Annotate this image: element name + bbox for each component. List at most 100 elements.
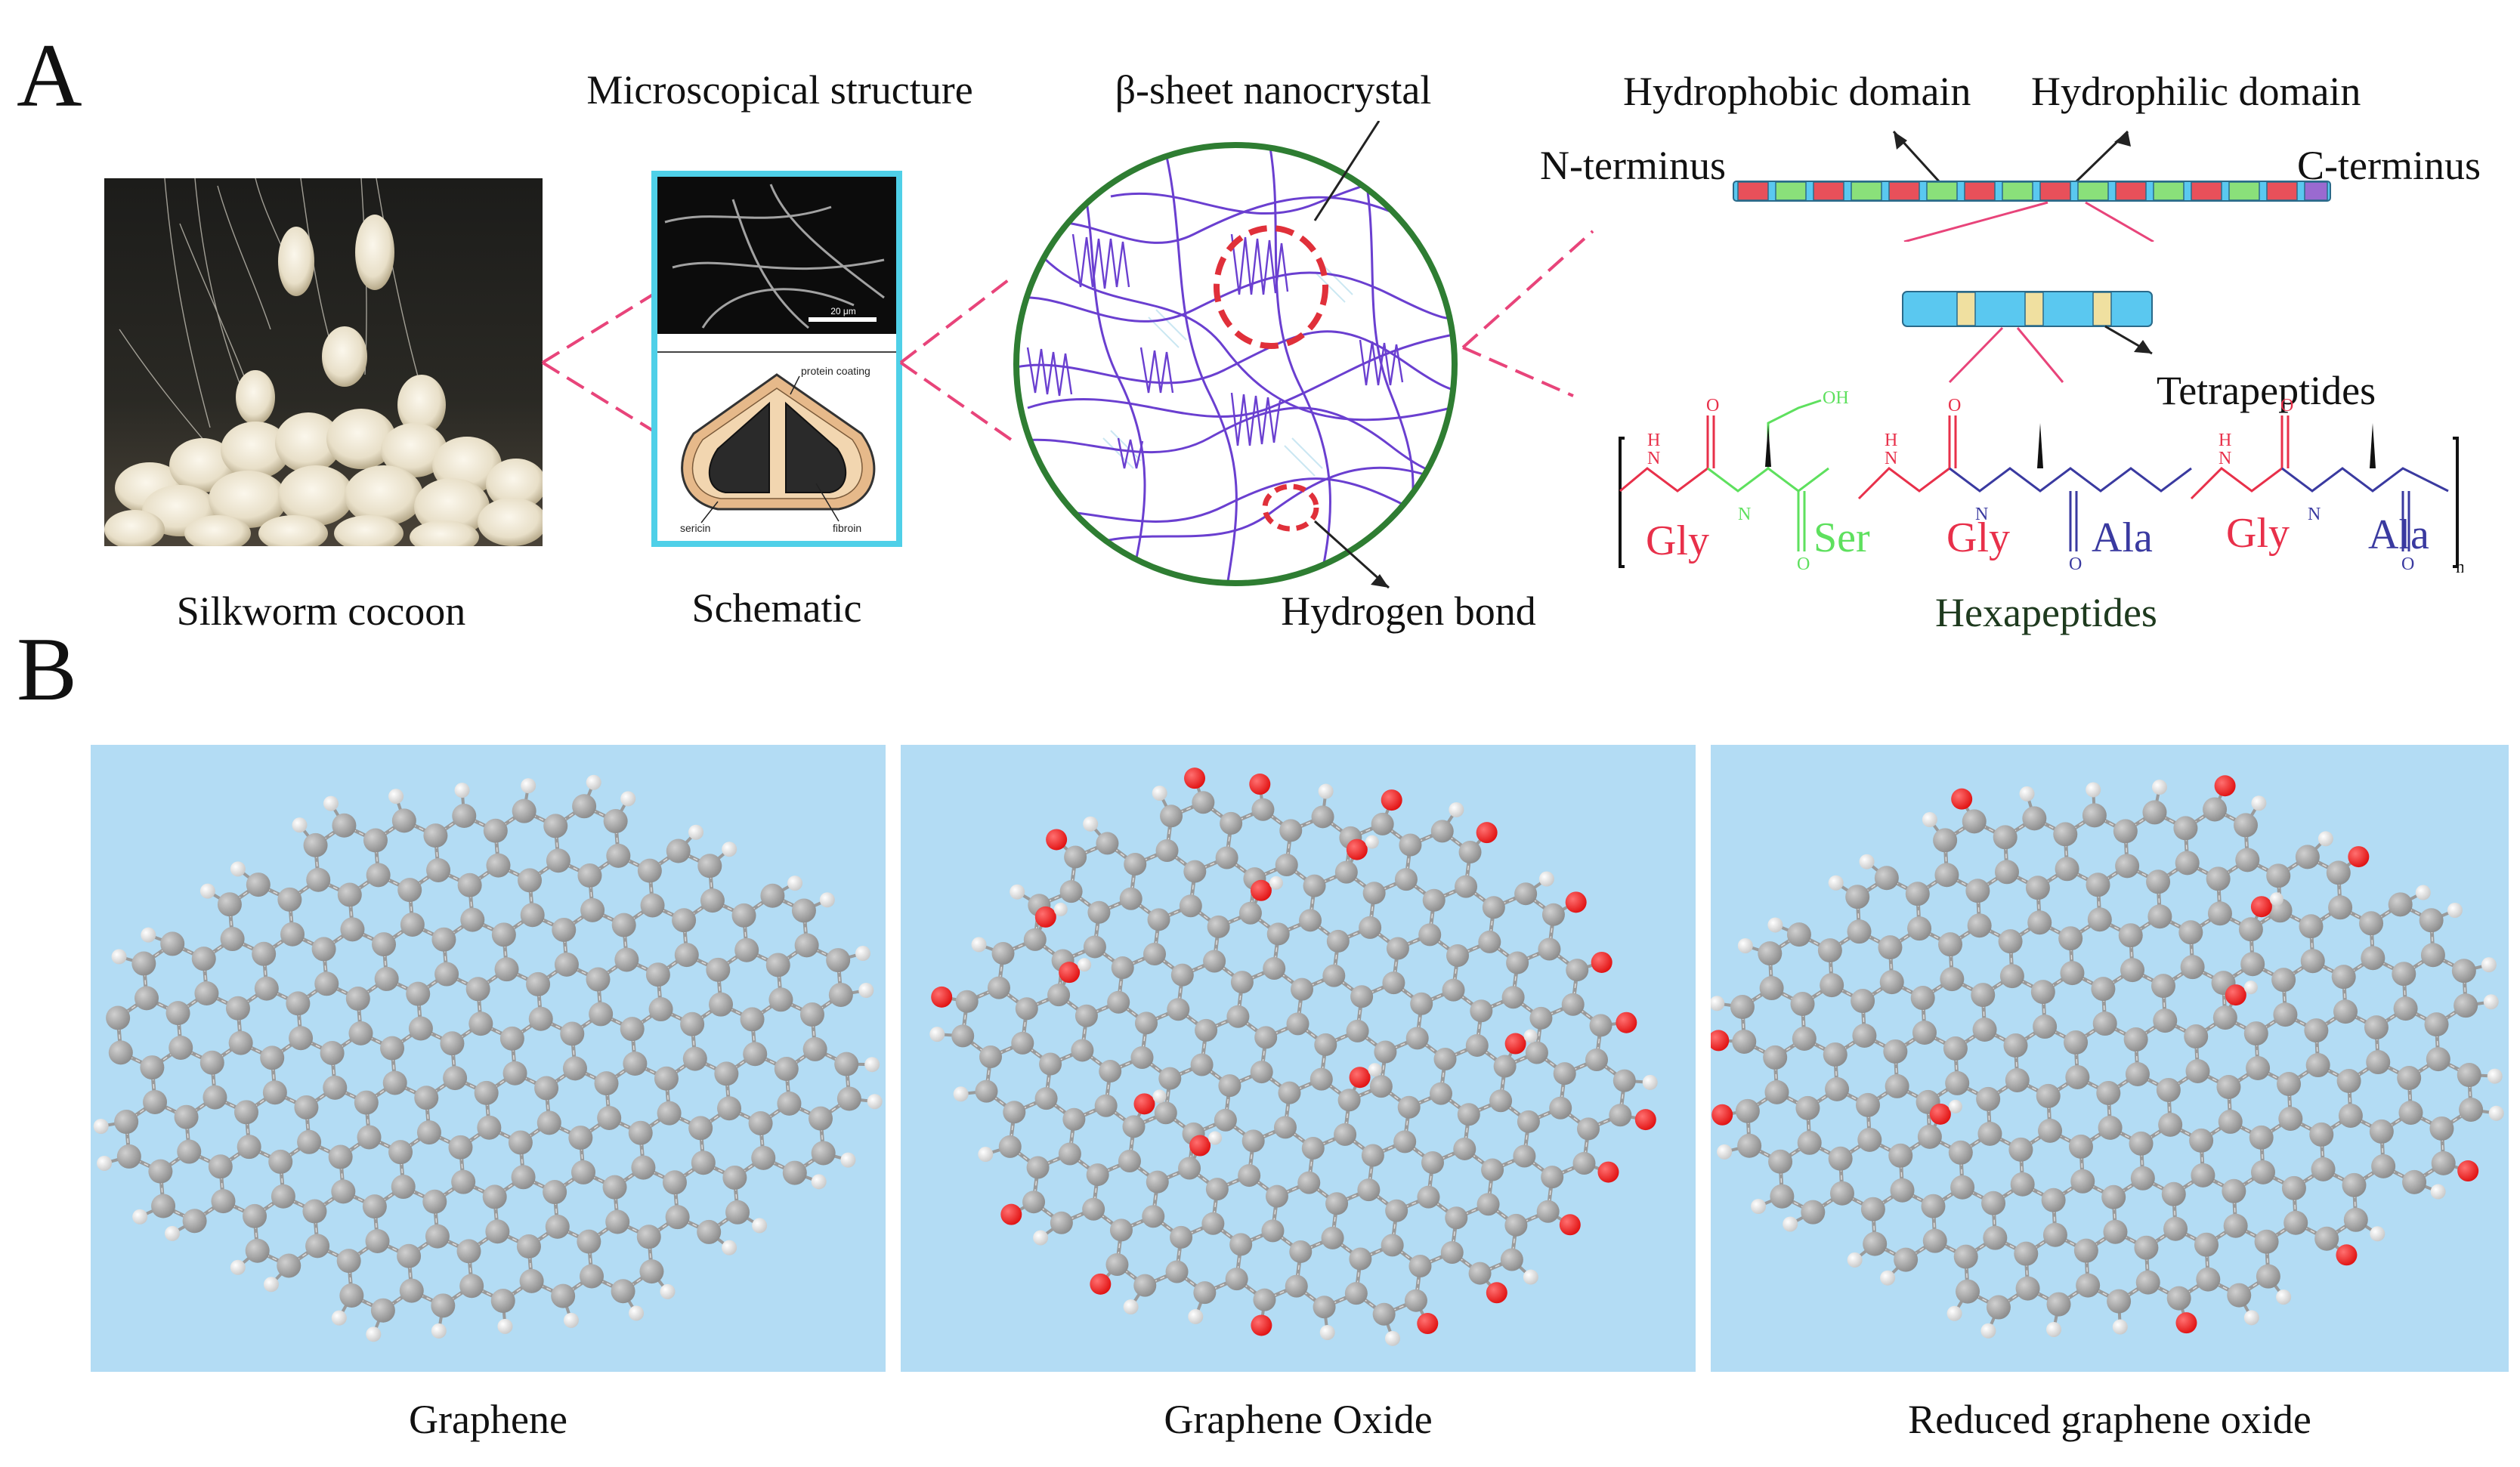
hydrogen-atom xyxy=(1980,1323,1996,1339)
hydrogen-atom xyxy=(1269,876,1283,890)
carbon-atom xyxy=(1612,1069,1636,1092)
carbon-atom xyxy=(1950,1175,1975,1200)
carbon-atom xyxy=(494,957,519,982)
carbon-atom xyxy=(1408,1255,1432,1278)
carbon-atom xyxy=(2175,851,2200,876)
carbon-atom xyxy=(2331,965,2356,990)
carbon-atom xyxy=(1273,1116,1297,1139)
carbon-atom xyxy=(1948,1140,1973,1165)
carbon-atom xyxy=(1326,929,1350,953)
atom-label: H xyxy=(2219,431,2231,450)
carbon-atom xyxy=(1170,963,1194,987)
carbon-atom xyxy=(1111,956,1134,980)
oxygen-atom xyxy=(2336,1244,2358,1266)
atom-label: O xyxy=(2401,554,2414,574)
carbon-atom xyxy=(151,1194,176,1218)
carbon-atom xyxy=(1361,1144,1384,1167)
hydrophilic-domain-label: Hydrophilic domain xyxy=(2031,69,2361,114)
hydrogen-atom xyxy=(840,1152,856,1168)
carbon-atom xyxy=(551,1283,576,1308)
leader-cocoon-schematic xyxy=(541,293,654,432)
carbon-atom xyxy=(400,912,425,937)
carbon-atom xyxy=(1220,811,1243,835)
carbon-atom xyxy=(580,897,605,922)
carbon-atom xyxy=(1357,1178,1381,1202)
carbon-atom xyxy=(645,962,670,987)
carbon-atom xyxy=(2022,806,2047,831)
carbon-atom xyxy=(1082,1197,1105,1221)
reduced-graphene-oxide-panel xyxy=(1711,745,2509,1372)
carbon-atom xyxy=(1386,937,1409,960)
hydrogen-atom xyxy=(1123,1299,1139,1315)
carbon-atom xyxy=(286,991,311,1016)
carbon-atom xyxy=(2068,1134,2093,1159)
carbon-atom xyxy=(1109,1218,1133,1242)
hydrogen-atom xyxy=(1880,1270,1896,1286)
carbon-atom xyxy=(246,872,271,897)
carbon-atom xyxy=(2402,1169,2427,1194)
carbon-atom xyxy=(543,1180,567,1205)
carbon-atom xyxy=(485,1219,510,1244)
hydrogen-atom xyxy=(1538,871,1554,887)
carbon-atom xyxy=(2041,1187,2066,1212)
oxygen-atom xyxy=(1951,788,1973,810)
carbon-atom xyxy=(1981,1191,2006,1215)
carbon-atom xyxy=(1417,1185,1440,1209)
carbon-atom xyxy=(602,1175,627,1200)
atom-label: O xyxy=(2069,554,2082,574)
carbon-atom xyxy=(289,1026,314,1051)
hydrogen-atom xyxy=(1078,958,1092,972)
carbon-atom xyxy=(1289,1240,1313,1263)
oxygen-atom xyxy=(1476,822,1498,844)
carbon-atom xyxy=(2429,1116,2454,1141)
carbon-atom xyxy=(606,843,631,868)
hydrogen-atom xyxy=(1368,1063,1382,1077)
carbon-atom xyxy=(502,1061,527,1086)
hydrogen-atom xyxy=(660,1283,676,1299)
hydrogen-atom xyxy=(1033,1230,1049,1246)
hydrogen-atom xyxy=(1365,835,1379,849)
hydrogen-atom xyxy=(819,892,835,908)
carbon-atom xyxy=(1229,1233,1253,1256)
oxygen-atom xyxy=(1711,1104,1733,1126)
carbon-atom xyxy=(260,1045,285,1070)
carbon-atom xyxy=(468,1011,493,1036)
carbon-atom xyxy=(1107,990,1130,1014)
carbon-atom xyxy=(637,858,662,883)
hydrogen-atom xyxy=(864,1057,880,1073)
carbon-atom xyxy=(2014,1241,2039,1266)
hydrogen-atom xyxy=(752,1218,768,1234)
hydrogen-atom xyxy=(2046,1321,2062,1337)
oxygen-atom xyxy=(1189,1135,1211,1157)
carbon-atom xyxy=(570,1160,595,1184)
carbon-atom xyxy=(2015,1276,2040,1301)
atoms xyxy=(929,767,1658,1346)
carbon-atom xyxy=(1263,957,1286,981)
carbon-atom xyxy=(1133,1274,1157,1297)
hydrogen-atom xyxy=(2251,795,2267,811)
carbon-atom xyxy=(323,1075,348,1100)
carbon-atom xyxy=(1286,1012,1309,1036)
carbon-atom xyxy=(328,1144,353,1169)
hydrogen-atom xyxy=(1847,1252,1863,1268)
atom-label: O xyxy=(1797,554,1810,574)
carbon-atom xyxy=(794,933,819,958)
carbon-atom xyxy=(2256,1264,2280,1289)
atom-label: OH xyxy=(1823,388,1849,408)
carbon-atom xyxy=(2304,1018,2329,1043)
carbon-atom xyxy=(623,1052,648,1076)
carbon-atom xyxy=(1879,970,1904,995)
hydrogen-atom xyxy=(521,778,536,794)
carbon-atom xyxy=(243,1203,267,1228)
carbon-atom xyxy=(2196,1267,2221,1292)
hydrogen-atom xyxy=(2483,994,2499,1010)
carbon-atom xyxy=(836,1086,861,1111)
carbon-atom xyxy=(709,992,734,1017)
carbon-atom xyxy=(1910,986,1935,1011)
carbon-atom xyxy=(2055,857,2079,882)
carbon-atom xyxy=(2278,1106,2303,1131)
carbon-atom xyxy=(2115,854,2140,879)
carbon-atom xyxy=(297,1129,322,1154)
carbon-atom xyxy=(2129,1131,2154,1156)
carbon-atom xyxy=(1977,1121,2002,1146)
